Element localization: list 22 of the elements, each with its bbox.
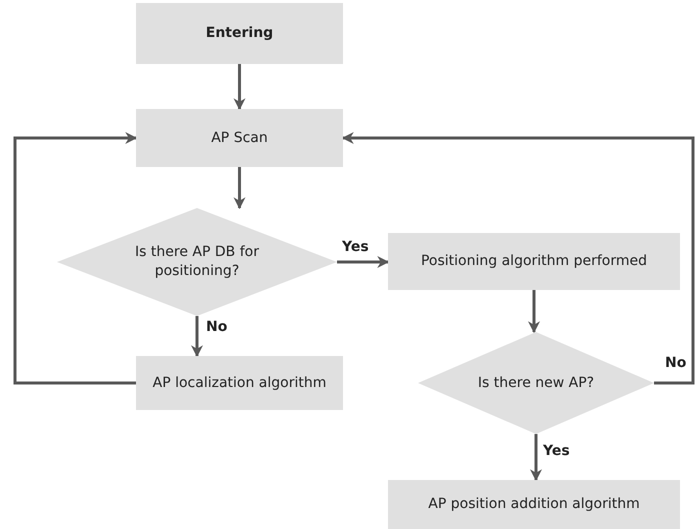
process-box [136, 3, 343, 64]
arrow [14, 132, 138, 384]
process-box [388, 233, 680, 290]
arrow [191, 316, 203, 358]
arrow [528, 290, 540, 334]
step-label: Entering [206, 24, 274, 43]
arrow [342, 132, 694, 384]
arrow [234, 167, 246, 210]
step-label: AP localization algorithm [152, 374, 326, 392]
step-label: AP position addition algorithm [428, 495, 640, 514]
arrow [234, 64, 246, 110]
arrow [530, 434, 542, 482]
decision-diamond [418, 332, 654, 434]
process-box [136, 109, 343, 167]
step-label: AP Scan [211, 128, 268, 148]
decision-text: Is there AP DB for positioning? [134, 243, 260, 281]
step-label: Positioning algorithm performed [420, 252, 648, 271]
process-box [136, 356, 343, 410]
arrow [337, 256, 390, 268]
process-box [388, 480, 680, 529]
decision-diamond [57, 208, 337, 316]
decision-text: Is there new AP? [478, 374, 594, 392]
